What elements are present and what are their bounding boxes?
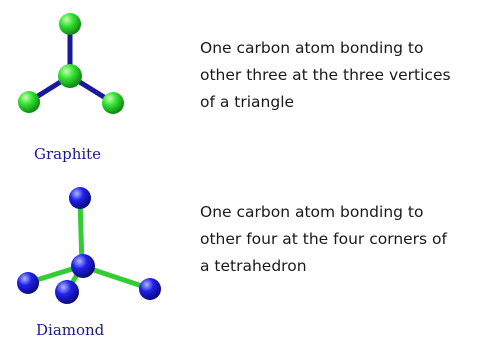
graphite-description: One carbon atom bonding to other three a… bbox=[200, 35, 500, 116]
graphite-description-line: of a triangle bbox=[200, 93, 295, 111]
diamond-panel: Diamond One carbon atom bonding to other… bbox=[0, 172, 502, 343]
graphite-atom-top bbox=[59, 13, 81, 35]
diamond-description: One carbon atom bonding to other four at… bbox=[200, 199, 500, 280]
graphite-atom-left bbox=[18, 91, 40, 113]
diamond-description-line: other four at the four corners of bbox=[200, 230, 447, 248]
diamond-molecule-icon bbox=[17, 187, 161, 304]
diamond-atom-right bbox=[139, 278, 161, 300]
graphite-atom-right bbox=[102, 92, 124, 114]
diamond-atom-front bbox=[55, 280, 79, 304]
diamond-description-line: a tetrahedron bbox=[200, 257, 307, 275]
diamond-caption: Diamond bbox=[36, 321, 105, 339]
graphite-panel: Graphite One carbon atom bonding to othe… bbox=[18, 13, 500, 163]
graphite-caption: Graphite bbox=[34, 145, 102, 163]
graphite-description-line: other three at the three vertices bbox=[200, 66, 451, 84]
diamond-atom-center bbox=[71, 254, 95, 278]
graphite-molecule-icon bbox=[18, 13, 124, 114]
diamond-description-line: One carbon atom bonding to bbox=[200, 203, 424, 221]
graphite-atom-center bbox=[58, 64, 82, 88]
diamond-atom-top bbox=[69, 187, 91, 209]
diamond-atom-left bbox=[17, 272, 39, 294]
graphite-description-line: One carbon atom bonding to bbox=[200, 39, 424, 57]
